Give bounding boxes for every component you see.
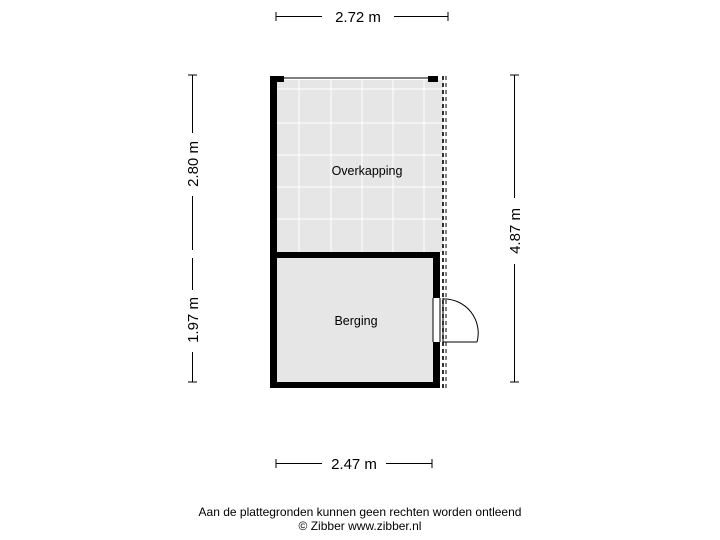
disclaimer-text: Aan de plattegronden kunnen geen rechten… xyxy=(198,505,522,519)
dim-bottom-label: 2.47 m xyxy=(331,456,377,473)
dim-left-upper: 2.80 m xyxy=(185,74,202,250)
copyright-text: © Zibber www.zibber.nl xyxy=(298,519,422,533)
room-label-berging: Berging xyxy=(334,314,377,328)
overkapping-floor xyxy=(276,80,443,252)
dim-top: 2.72 m xyxy=(275,9,449,26)
dim-top-label: 2.72 m xyxy=(335,9,381,26)
dim-right-label: 4.87 m xyxy=(507,208,524,254)
dim-left-lower-label: 1.97 m xyxy=(185,297,202,343)
dim-left-upper-label: 2.80 m xyxy=(185,141,202,187)
room-label-overkapping: Overkapping xyxy=(332,164,403,178)
berging-floor xyxy=(276,258,433,382)
walls xyxy=(270,76,440,388)
dim-bottom: 2.47 m xyxy=(275,456,433,473)
door xyxy=(432,298,479,343)
dim-left-lower: 1.97 m xyxy=(185,258,202,383)
dim-right: 4.87 m xyxy=(507,74,524,383)
